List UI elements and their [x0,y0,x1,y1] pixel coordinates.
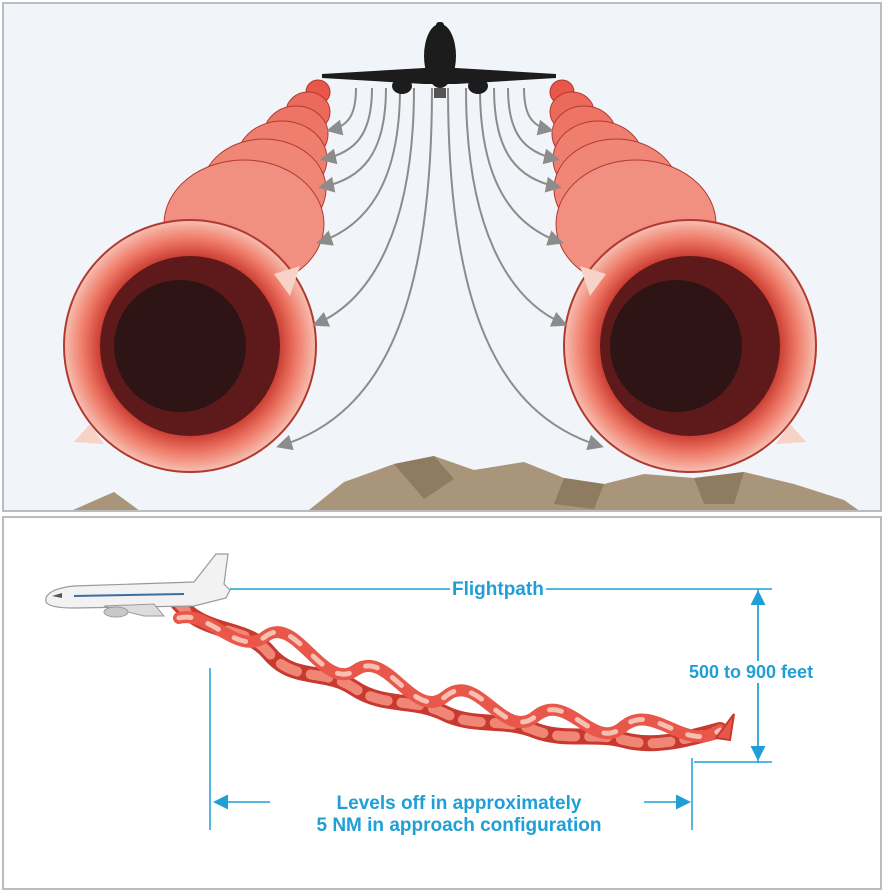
terrain [73,456,859,510]
levels-off-label: Levels off in approximately 5 NM in appr… [274,793,644,837]
side-view-panel: Flightpath 500 to 900 feet Levels off in… [2,516,882,890]
altitude-range-label: 500 to 900 feet [687,661,816,683]
front-view-diagram [63,22,859,510]
aircraft-front-silhouette [322,22,556,98]
levels-off-line-1: Levels off in approximately [323,793,595,815]
right-vortex [563,219,817,473]
downwash-airflow [276,87,604,451]
descending-vortex-helix [166,590,735,752]
aircraft-side-view [45,553,231,618]
side-view-diagram [45,553,772,830]
front-view-panel [2,2,882,512]
left-vortex [63,219,317,473]
flightpath-label: Flightpath [450,579,546,601]
levels-off-line-2: 5 NM in approach configuration [298,815,620,837]
